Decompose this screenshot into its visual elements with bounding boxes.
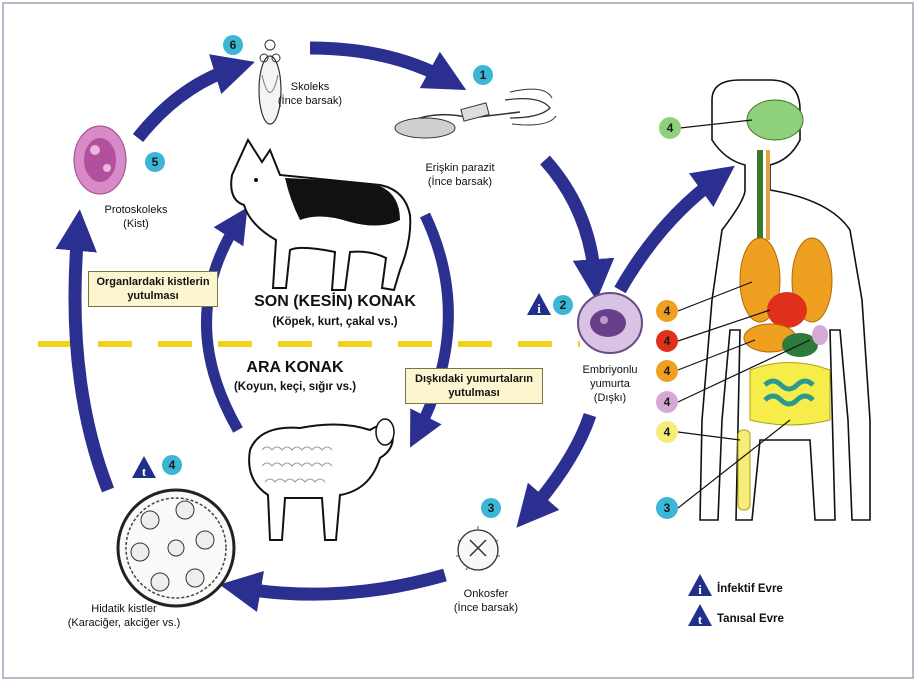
svg-text:3: 3 — [664, 501, 671, 515]
label-protoskoleks-location: (Kist) — [123, 218, 149, 230]
svg-text:4: 4 — [664, 304, 671, 318]
svg-text:t: t — [142, 464, 147, 479]
arrow-4-to-5 — [75, 230, 108, 490]
badge-5: 5 — [145, 152, 165, 172]
sheep-illustration — [249, 419, 394, 540]
svg-text:4: 4 — [667, 121, 674, 135]
label-skoleks: Skoleks — [291, 81, 330, 93]
oncosphere-illustration — [456, 526, 500, 570]
label-eriskin-location: (İnce barsak) — [428, 175, 492, 188]
label-embriyonlu-2: yumurta — [590, 378, 631, 390]
label-onkosfer-location: (İnce barsak) — [454, 601, 518, 614]
intermediate-host-examples: (Koyun, keçi, sığır vs.) — [234, 381, 356, 393]
svg-text:5: 5 — [152, 155, 159, 169]
badge-body-3: 3 — [656, 497, 678, 519]
arrow-5-to-6 — [138, 68, 235, 138]
svg-text:4: 4 — [664, 395, 671, 409]
legend-infective-label: İnfektif Evre — [717, 582, 783, 595]
badge-6: 6 — [223, 35, 243, 55]
organ-cysts-ingestion-box: Organlardaki kistlerin yutulması — [88, 271, 218, 307]
egg-illustration — [578, 293, 642, 353]
svg-text:t: t — [698, 612, 703, 627]
svg-text:2: 2 — [560, 298, 567, 312]
diagnostic-stage-marker: t — [132, 456, 156, 479]
badge-body-gi: 4 — [656, 360, 678, 382]
svg-text:4: 4 — [664, 334, 671, 348]
svg-text:4: 4 — [664, 425, 671, 439]
arrow-2-to-3 — [530, 415, 590, 512]
arrow-6-to-1 — [310, 48, 448, 80]
label-hidatik-location: (Karaciğer, akciğer vs.) — [68, 617, 180, 629]
definitive-host-examples: (Köpek, kurt, çakal vs.) — [272, 316, 397, 328]
hydatid-cyst-illustration — [118, 490, 234, 606]
badge-body-kidney: 4 — [656, 391, 678, 413]
label-protoskoleks: Protoskoleks — [105, 204, 168, 216]
badge-body-bone: 4 — [656, 421, 678, 443]
label-embriyonlu-1: Embriyonlu — [582, 364, 637, 376]
label-onkosfer: Onkosfer — [464, 588, 509, 600]
feces-eggs-ingestion-box: Dışkıdaki yumurtaların yutulması — [405, 368, 543, 404]
svg-text:i: i — [537, 301, 541, 316]
label-eriskin: Erişkin parazit — [425, 162, 494, 174]
definitive-host-title: SON (KESİN) KONAK — [254, 292, 416, 310]
arrow-to-human — [620, 178, 718, 290]
label-skoleks-location: (İnce barsak) — [278, 94, 342, 107]
badge-body-liver: 4 — [656, 330, 678, 352]
badge-body-brain: 4 — [659, 117, 681, 139]
badge-4: 4 — [162, 455, 182, 475]
legend-diagnostic-label: Tanısal Evre — [717, 613, 784, 625]
svg-text:i: i — [698, 582, 702, 597]
svg-text:1: 1 — [480, 68, 487, 82]
legend-diagnostic: t Tanısal Evre — [688, 604, 784, 627]
infective-stage-marker: i — [527, 293, 551, 316]
label-hidatik: Hidatik kistler — [91, 603, 157, 615]
dog-illustration — [231, 140, 410, 290]
badge-1: 1 — [473, 65, 493, 85]
intermediate-host-title: ARA KONAK — [246, 359, 344, 376]
label-embriyonlu-location: (Dışkı) — [594, 392, 626, 404]
svg-text:4: 4 — [169, 458, 176, 472]
arrow-sheep-to-dog — [207, 222, 239, 430]
badge-2: 2 — [553, 295, 573, 315]
svg-text:3: 3 — [488, 501, 495, 515]
badge-3: 3 — [481, 498, 501, 518]
legend-infective: i İnfektif Evre — [688, 574, 783, 597]
arrow-1-to-2 — [545, 160, 595, 280]
svg-text:6: 6 — [230, 38, 237, 52]
arrow-3-to-4 — [240, 575, 445, 594]
svg-text:4: 4 — [664, 364, 671, 378]
protoscolex-illustration — [74, 126, 126, 194]
human-body-illustration — [700, 80, 870, 520]
scolex-illustration — [259, 40, 281, 124]
badge-body-lung: 4 — [656, 300, 678, 322]
adult-parasite-illustration — [395, 89, 556, 138]
